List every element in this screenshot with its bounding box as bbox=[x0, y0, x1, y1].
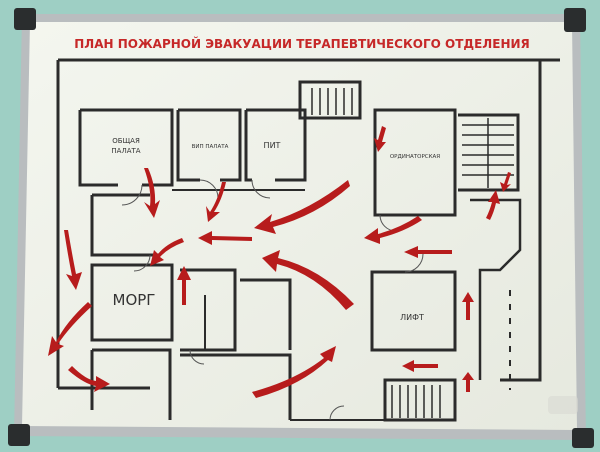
red-evacuation-arrow bbox=[48, 302, 92, 356]
evacuation-arrows bbox=[48, 126, 511, 398]
corner-cap-top-left bbox=[14, 8, 36, 30]
staircase-icon bbox=[391, 385, 441, 418]
red-evacuation-arrow bbox=[150, 238, 184, 266]
board-frame bbox=[8, 8, 594, 448]
room-label-general-ward-line2: ПАЛАТА bbox=[111, 147, 140, 155]
corner-cap-bottom-left bbox=[8, 424, 30, 446]
floor-plan-walls bbox=[56, 58, 560, 422]
corner-cap-top-right bbox=[564, 8, 586, 32]
room-label-morgue: МОРГ bbox=[113, 291, 156, 309]
room-label-pit: ПИТ bbox=[264, 141, 281, 150]
red-evacuation-arrow bbox=[374, 126, 386, 152]
staircase-icon bbox=[462, 118, 514, 188]
red-evacuation-arrow bbox=[462, 372, 474, 392]
door-swing-icon bbox=[121, 179, 424, 421]
red-evacuation-arrow bbox=[64, 230, 82, 290]
red-evacuation-arrow bbox=[486, 190, 500, 220]
red-evacuation-arrow bbox=[402, 360, 438, 372]
plan-title: ПЛАН ПОЖАРНОЙ ЭВАКУАЦИИ ТЕРАПЕВТИЧЕСКОГО… bbox=[74, 36, 530, 51]
red-evacuation-arrow bbox=[254, 180, 350, 234]
red-evacuation-arrow bbox=[198, 231, 252, 245]
red-evacuation-arrow bbox=[144, 168, 160, 218]
room-label-elevator: ЛИФТ bbox=[400, 313, 424, 322]
room-label-general-ward-line1: ОБЩАЯ bbox=[112, 137, 140, 145]
red-evacuation-arrow bbox=[206, 182, 226, 222]
watermark-smudge bbox=[548, 396, 578, 414]
red-evacuation-arrow bbox=[68, 366, 110, 392]
board-surface bbox=[22, 22, 577, 430]
red-evacuation-arrow bbox=[462, 292, 474, 320]
red-evacuation-arrow bbox=[262, 250, 354, 310]
red-evacuation-arrow bbox=[177, 266, 191, 305]
red-evacuation-arrow bbox=[364, 216, 422, 244]
red-evacuation-arrow bbox=[252, 346, 336, 398]
room-label-staff-room: ОРДИНАТОРСКАЯ bbox=[390, 154, 440, 160]
staircase-icon bbox=[311, 88, 353, 115]
red-evacuation-arrow bbox=[500, 172, 511, 192]
corner-cap-bottom-right bbox=[572, 428, 594, 448]
room-label-vip-ward: ВИП ПАЛАТА bbox=[192, 144, 229, 150]
red-evacuation-arrow bbox=[404, 246, 452, 258]
